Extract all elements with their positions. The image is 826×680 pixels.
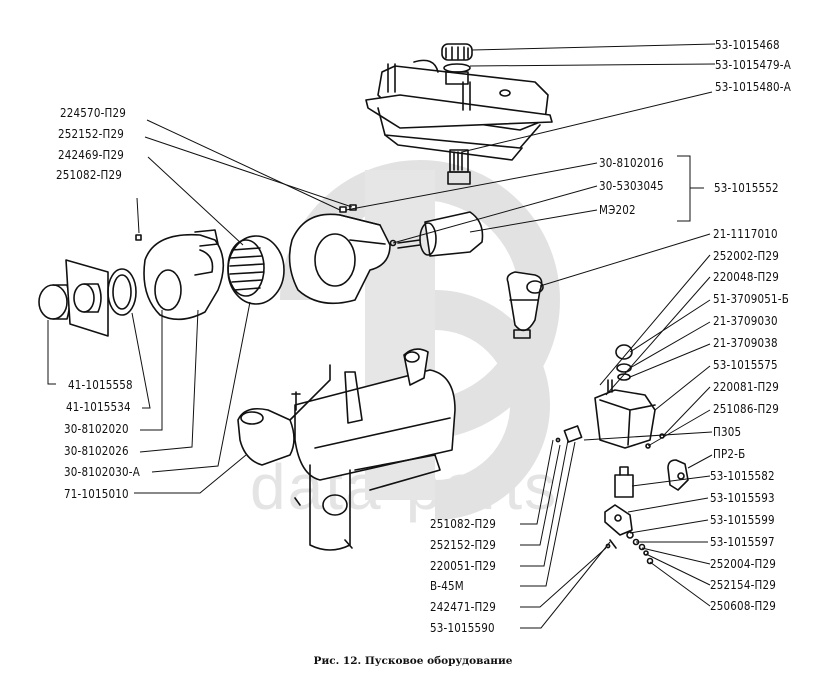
part-label: 224570-П29 bbox=[60, 105, 127, 120]
fan-housing bbox=[143, 229, 225, 321]
part-label: 53-1015480-А bbox=[715, 79, 791, 94]
part-label: 220048-П29 bbox=[713, 269, 780, 284]
part-label: 251086-П29 bbox=[713, 401, 780, 416]
part-label: 242469-П29 bbox=[58, 147, 125, 162]
part-label: 21-3709030 bbox=[713, 313, 778, 328]
part-label: 30-8102016 bbox=[599, 155, 664, 170]
part-label: 251082-П29 bbox=[56, 167, 123, 182]
part-label: 30-8102026 bbox=[64, 443, 129, 458]
part-label: ПР2-Б bbox=[713, 446, 746, 461]
part-label: 53-1015575 bbox=[713, 357, 778, 372]
part-label: 53-1015479-А bbox=[715, 57, 791, 72]
part-label: 30-8102030-А bbox=[64, 464, 140, 479]
part-label: 53-1015582 bbox=[710, 468, 775, 483]
part-label: П305 bbox=[713, 424, 742, 439]
tank-fitting bbox=[447, 149, 471, 185]
part-label: 53-1015599 bbox=[710, 512, 775, 527]
relay bbox=[667, 459, 689, 491]
part-label: 53-1015597 bbox=[710, 534, 775, 549]
part-label: 252002-П29 bbox=[713, 248, 780, 263]
part-label: 220051-П29 bbox=[430, 558, 497, 573]
end-cap bbox=[38, 284, 71, 320]
switch bbox=[614, 466, 634, 498]
part-label: 53-1015593 bbox=[710, 490, 775, 505]
part-label: 250608-П29 bbox=[710, 598, 777, 613]
part-label: 252152-П29 bbox=[58, 126, 125, 141]
electric-motor bbox=[397, 211, 484, 257]
glow-plug-assembly bbox=[604, 504, 654, 565]
mounting-plate bbox=[65, 259, 109, 337]
part-label: 51-3709051-Б bbox=[713, 291, 790, 306]
part-label: 30-5303045 bbox=[599, 178, 664, 193]
gasket-ring bbox=[107, 268, 137, 316]
part-label: 242471-П29 bbox=[430, 599, 497, 614]
part-label: 53-1015468 bbox=[715, 37, 780, 52]
assembly-label: 53-1015552 bbox=[714, 180, 779, 195]
part-label: В-45М bbox=[430, 578, 464, 593]
expansion-tank bbox=[365, 59, 553, 161]
part-label: 251082-П29 bbox=[430, 516, 497, 531]
part-label: 41-1015558 bbox=[68, 377, 133, 392]
figure-caption: Рис. 12. Пусковое оборудование bbox=[313, 655, 513, 667]
part-label: 220081-П29 bbox=[713, 379, 780, 394]
fuel-filter bbox=[506, 271, 544, 339]
part-label: МЭ202 bbox=[599, 202, 636, 217]
part-label: 252154-П29 bbox=[710, 577, 777, 592]
volute-housing bbox=[288, 213, 391, 305]
part-label: 21-1117010 bbox=[713, 226, 778, 241]
leader-lines bbox=[47, 43, 716, 629]
part-label: 252152-П29 bbox=[430, 537, 497, 552]
preheater-boiler bbox=[237, 348, 456, 551]
part-label: 71-1015010 bbox=[64, 486, 129, 501]
part-label: 21-3709038 bbox=[713, 335, 778, 350]
filler-cap bbox=[441, 43, 473, 85]
part-label: 53-1015590 bbox=[430, 620, 495, 635]
part-label: 252004-П29 bbox=[710, 556, 777, 571]
fan-impeller bbox=[227, 235, 285, 305]
part-label: 41-1015534 bbox=[66, 399, 131, 414]
fuel-reservoir bbox=[555, 344, 665, 449]
part-label: 30-8102020 bbox=[64, 421, 129, 436]
